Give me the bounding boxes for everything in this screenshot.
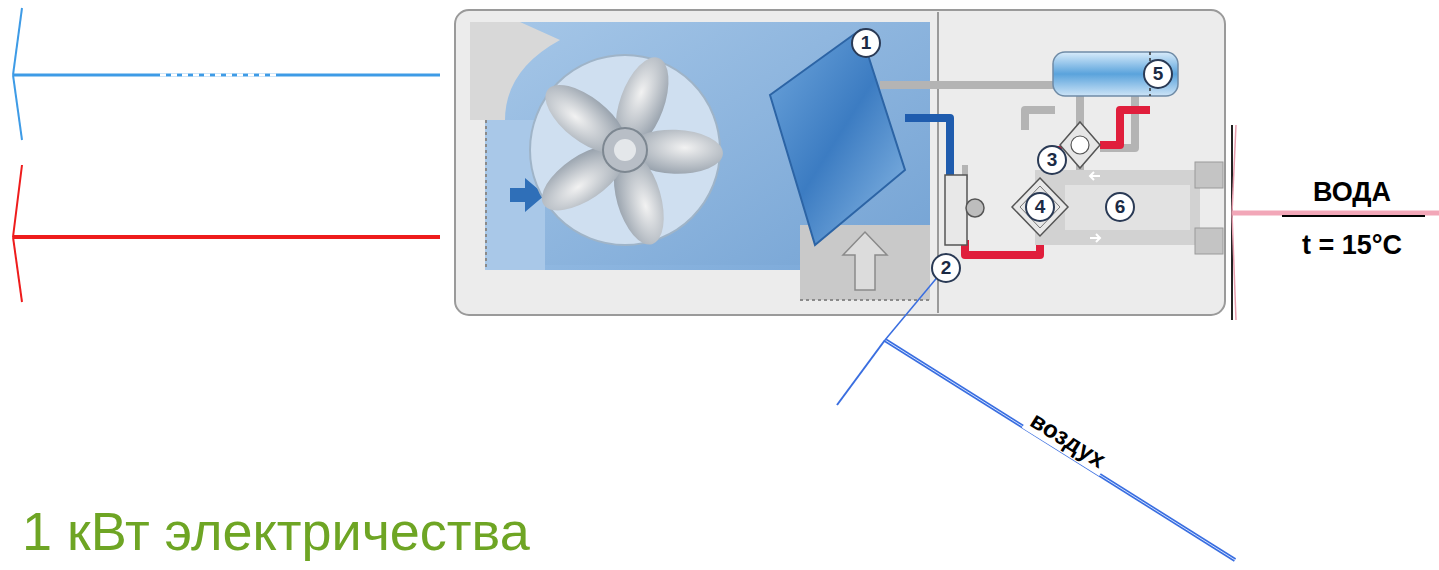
compressor — [1053, 52, 1178, 96]
air-in-arrow — [843, 232, 887, 290]
power-note: 1 кВт электричества — [22, 500, 530, 562]
air-chamber — [470, 22, 930, 300]
water-arrow — [1232, 125, 1439, 320]
air-line — [837, 268, 1235, 560]
temperature-label: t = 15°C — [1302, 230, 1402, 261]
fan — [530, 50, 724, 250]
callout-number: 6 — [1105, 192, 1135, 222]
callout-number: 3 — [1037, 145, 1067, 175]
divider-line — [1282, 215, 1425, 217]
evaporator — [770, 30, 905, 245]
callout-number: 4 — [1025, 192, 1055, 222]
heat-arrow — [13, 165, 440, 302]
expansion-valve — [945, 175, 967, 245]
unit-housing — [455, 10, 1225, 315]
medium-label: воздух — [1022, 404, 1114, 476]
cold-arrow — [12, 8, 440, 140]
callout-number: 5 — [1143, 59, 1173, 89]
callout-number: 2 — [931, 253, 961, 283]
condenser — [1012, 178, 1068, 236]
callout-number: 1 — [851, 28, 881, 58]
cold-air-zone — [505, 22, 930, 300]
medium-label: ВОДА — [1313, 177, 1391, 208]
